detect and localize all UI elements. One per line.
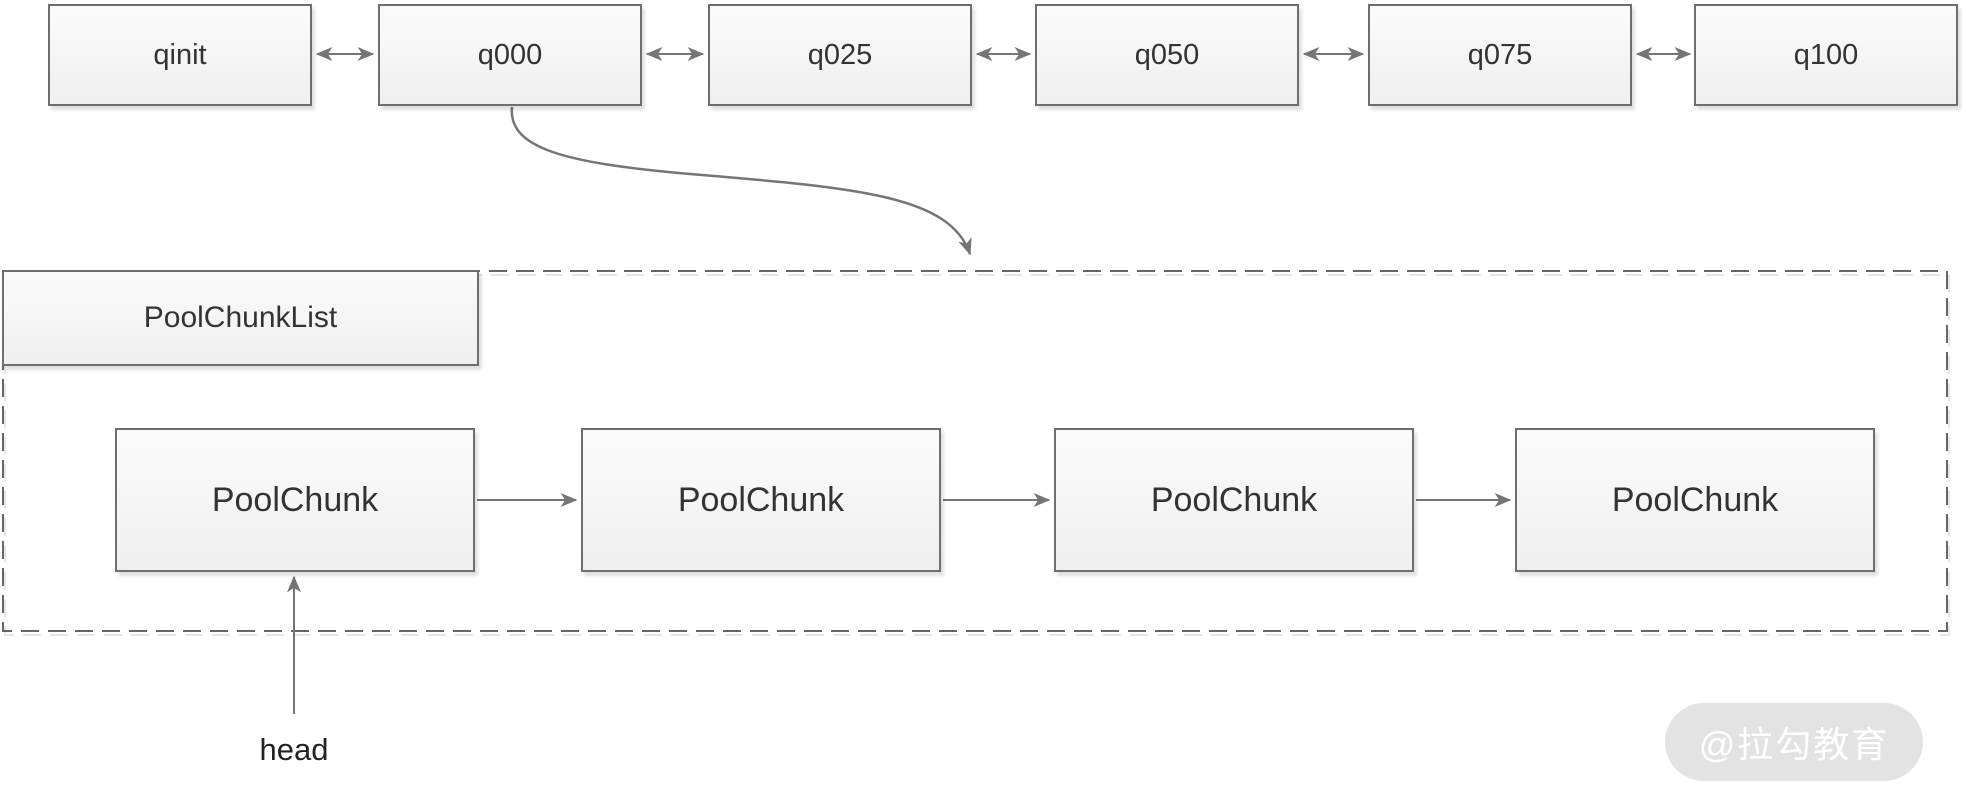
- queue-box-qinit: qinit: [48, 4, 312, 106]
- queue-box-q025: q025: [708, 4, 972, 106]
- pool-chunk-label: PoolChunk: [677, 480, 845, 519]
- q000-to-container-arrow: [510, 106, 972, 256]
- pool-chunk-list-label: PoolChunkList: [143, 301, 338, 334]
- pool-chunk-label: PoolChunk: [211, 480, 379, 519]
- pool-chunk-list-container-border: [2, 270, 1948, 632]
- queue-box-q075: q075: [1368, 4, 1632, 106]
- watermark-text: @拉勾教育: [1698, 724, 1890, 765]
- queue-box-label: q025: [807, 38, 873, 71]
- queue-box-q000: q000: [378, 4, 642, 106]
- queue-box-label: q075: [1467, 38, 1533, 71]
- pool-chunk-label: PoolChunk: [1150, 480, 1318, 519]
- container-border-shadow: [4, 274, 1950, 636]
- pool-chunk-box-1: PoolChunk: [115, 428, 475, 572]
- queue-box-q100: q100: [1694, 4, 1958, 106]
- pool-chunk-box-3: PoolChunk: [1054, 428, 1414, 572]
- head-pointer-label: head: [259, 732, 329, 767]
- pool-chunk-box-2: PoolChunk: [581, 428, 941, 572]
- queue-box-q050: q050: [1035, 4, 1299, 106]
- watermark-badge: @拉勾教育: [1665, 703, 1923, 781]
- pool-chunk-label: PoolChunk: [1611, 480, 1779, 519]
- queue-box-label: q100: [1793, 38, 1859, 71]
- pool-chunk-box-4: PoolChunk: [1515, 428, 1875, 572]
- queue-box-label: q050: [1134, 38, 1200, 71]
- queue-box-label: qinit: [153, 38, 207, 71]
- pool-chunk-list-box: PoolChunkList: [2, 270, 479, 366]
- queue-box-label: q000: [477, 38, 543, 71]
